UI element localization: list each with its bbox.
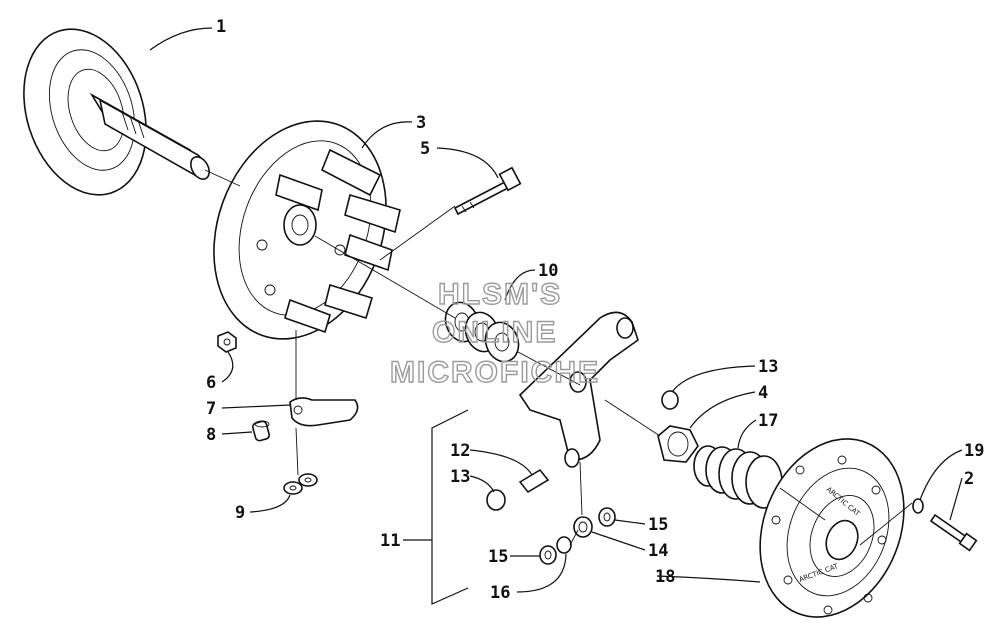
callout-11: 11 [380,531,400,551]
callout-7: 7 [206,399,216,419]
callout-12: 12 [450,441,470,461]
part-13-roller-right [661,390,679,410]
callout-19: 19 [964,441,984,461]
part-2-bolt [929,513,978,552]
callout-15-top: 15 [648,515,668,535]
watermark: HLSM'S ONLINE MICROFICHE [389,277,600,389]
callout-4: 4 [758,383,768,403]
part-9-washers [283,473,318,495]
callout-2: 2 [964,469,974,489]
callout-labels: 1 3 5 10 6 7 8 9 12 13 11 15 16 15 14 13… [206,17,984,603]
callout-9: 9 [235,503,245,523]
callout-8: 8 [206,425,216,445]
callout-13-right: 13 [758,357,778,377]
part-12-pin [518,468,550,494]
part-13-roller-left [486,489,506,511]
watermark-line-2: ONLINE [432,316,557,349]
part-7-arm [289,397,359,427]
part-5-bolt [453,166,522,216]
assembly-axis-lines [204,169,913,546]
part-10-washer-stack [444,301,520,363]
part-4-nut [657,425,699,463]
callout-17: 17 [758,411,778,431]
callout-15-bottom: 15 [488,547,508,567]
part-14-bushing [573,516,593,538]
part-18-cover: ARCTIC CAT ARCTIC CAT [759,438,905,618]
callout-5: 5 [420,139,430,159]
callout-14: 14 [648,541,668,561]
part-19-washer [912,498,924,514]
part-6-nut [217,331,237,353]
callout-1: 1 [216,17,226,37]
callout-16: 16 [490,583,510,603]
callout-13-left: 13 [450,467,470,487]
part-3-clutch-body [213,120,401,340]
part-8-bushing [252,420,270,442]
callout-10: 10 [538,261,558,281]
part-1-sheave [23,28,210,196]
callout-3: 3 [416,113,426,133]
watermark-line-1: HLSM'S [438,278,562,311]
part-15-washers [539,507,616,565]
watermark-line-3: MICROFICHE [390,356,600,389]
callout-18: 18 [655,567,675,587]
part-16-spacer [556,536,572,554]
leader-lines [149,27,963,605]
part-roller-bracket [518,311,639,468]
part-17-spring [693,445,783,509]
callout-6: 6 [206,373,216,393]
